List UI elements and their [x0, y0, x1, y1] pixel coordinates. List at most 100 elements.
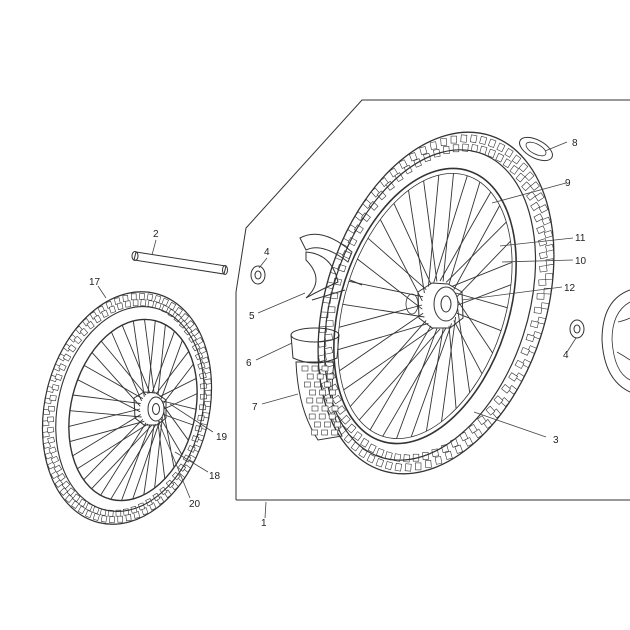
tread-block: [308, 413, 316, 420]
tread-block: [85, 509, 93, 519]
tread-block: [197, 414, 205, 422]
spacer-right: [569, 319, 585, 339]
tread-block: [545, 273, 554, 280]
tread-block: [50, 455, 60, 464]
tread-block: [77, 505, 86, 515]
spoke: [342, 303, 425, 318]
spoke: [163, 393, 198, 410]
spoke: [77, 379, 141, 413]
tread-block: [530, 320, 539, 329]
tread-block: [198, 346, 207, 355]
spoke: [337, 322, 429, 351]
spoke: [83, 418, 144, 481]
tread-block: [403, 454, 411, 463]
tread-block: [59, 487, 68, 496]
small-wheel-spokes: [68, 319, 198, 501]
callout-20: 20: [189, 499, 201, 510]
tread-block: [521, 181, 532, 192]
tread-block: [53, 464, 63, 473]
tread-block: [306, 373, 314, 380]
tread-block: [54, 479, 64, 488]
spoke: [453, 320, 483, 375]
tread-block: [367, 443, 377, 454]
tread-block: [376, 190, 387, 201]
tread-block: [468, 423, 478, 434]
tread-block: [530, 181, 540, 191]
tread-block: [530, 201, 540, 212]
tread-block: [353, 431, 363, 442]
spoke: [456, 240, 511, 298]
spoke: [339, 312, 424, 372]
tread-block: [394, 462, 403, 472]
spoke: [343, 327, 435, 391]
spoke: [155, 351, 190, 395]
tread-block: [173, 314, 182, 323]
tread-block: [404, 463, 412, 472]
tread-block: [324, 333, 333, 341]
tread-block: [311, 365, 319, 372]
tread-block: [73, 335, 83, 345]
tread-block: [326, 373, 334, 380]
tread-block: [190, 328, 200, 337]
spoke: [162, 400, 197, 410]
tread-block: [314, 381, 321, 388]
callout-11: 11: [575, 233, 586, 244]
tread-block: [538, 204, 549, 214]
tread-block: [86, 320, 95, 330]
tread-block: [325, 320, 334, 327]
spoke: [132, 320, 145, 397]
tread-block: [479, 135, 488, 145]
tread-block: [109, 516, 116, 524]
spacer-left: [250, 265, 266, 285]
tread-block: [57, 473, 66, 482]
callout-labels: 1 2 3 4 4 5 6 7 8 9 10 11 12 17 18 19 20: [89, 138, 587, 529]
tread-block: [545, 244, 554, 252]
tread-block: [125, 514, 132, 522]
tread-block: [424, 459, 432, 469]
tread-block: [199, 404, 207, 411]
brake-disc: [601, 289, 630, 393]
tread-block: [321, 365, 329, 372]
tread-block: [61, 480, 71, 490]
spoke: [100, 340, 147, 396]
tread-block: [168, 301, 177, 311]
spoke: [408, 190, 425, 294]
tread-block: [376, 447, 385, 458]
tread-block: [116, 302, 124, 311]
spoke: [100, 422, 147, 496]
callout-3: 3: [553, 435, 559, 446]
tread-block: [167, 308, 176, 318]
small-hub: [133, 391, 167, 426]
tread-block: [154, 295, 162, 303]
tread-block: [199, 382, 208, 390]
callout-2: 2: [153, 229, 159, 240]
tread-block: [44, 451, 53, 460]
tread-block: [324, 346, 334, 355]
tread-block: [92, 513, 100, 521]
tread-block: [194, 425, 203, 432]
spoke: [121, 325, 151, 394]
tread-block: [309, 389, 316, 396]
spoke: [151, 331, 175, 394]
tread-block: [375, 458, 385, 468]
tread-block: [194, 336, 204, 346]
spoke: [445, 221, 507, 283]
tread-block: [324, 421, 331, 428]
tread-block: [331, 405, 339, 412]
spoke: [439, 191, 492, 282]
tread-block: [311, 405, 319, 412]
main-wheel: [317, 131, 555, 475]
tread-block: [71, 500, 80, 509]
spoke: [77, 423, 149, 470]
tread-block: [504, 147, 514, 158]
spoke: [69, 410, 142, 418]
tread-block: [174, 307, 183, 316]
spoke: [121, 424, 151, 501]
spoke: [425, 328, 444, 432]
spoke: [160, 419, 183, 455]
tread-block: [440, 137, 448, 147]
tread-block: [525, 333, 535, 343]
tread-block: [502, 158, 512, 169]
tread-block: [101, 309, 109, 318]
